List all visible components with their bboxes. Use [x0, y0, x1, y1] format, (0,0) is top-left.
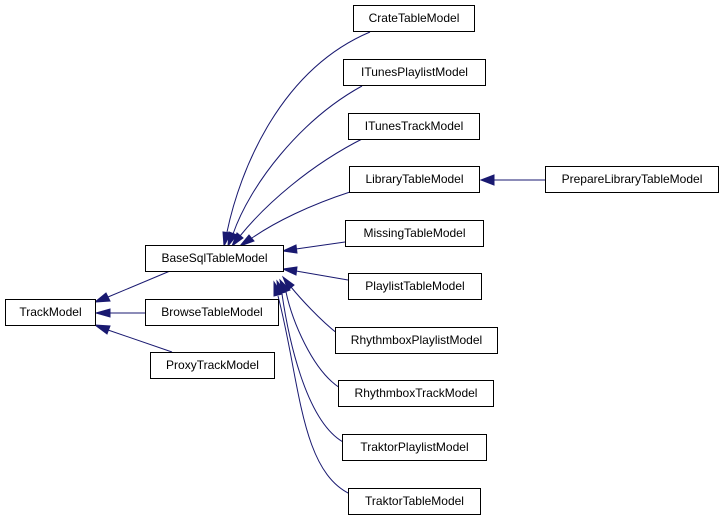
node-missingtablemodel[interactable]: MissingTableModel — [345, 220, 484, 247]
edge-proxy-to-trackmodel — [107, 329, 173, 353]
edge-traktortable-to-basesql — [277, 295, 351, 495]
arrowhead-icon — [93, 292, 111, 303]
edge-missing-to-basesql — [295, 241, 346, 250]
arrowhead-icon — [281, 266, 298, 276]
node-label: ITunesTrackModel — [365, 119, 463, 133]
node-label: BaseSqlTableModel — [161, 251, 267, 265]
edge-playlist-to-basesql — [295, 270, 349, 281]
node-label: LibraryTableModel — [365, 172, 463, 186]
node-traktortablemodel[interactable]: TraktorTableModel — [348, 488, 481, 515]
nodes: TrackModel BaseSqlTableModel BrowseTable… — [5, 5, 719, 515]
edge-traktorplaylist-to-basesql — [281, 293, 344, 443]
node-label: ITunesPlaylistModel — [361, 65, 468, 79]
arrowhead-icon — [94, 308, 111, 318]
node-librarytablemodel[interactable]: LibraryTableModel — [349, 166, 480, 193]
node-basesqltablemodel[interactable]: BaseSqlTableModel — [145, 245, 284, 272]
edge-rhythmboxplaylist-to-basesql — [290, 286, 339, 335]
arrowhead-icon — [281, 244, 298, 254]
node-trackmodel[interactable]: TrackModel — [5, 299, 96, 326]
edge-library-to-basesql — [251, 191, 351, 239]
node-label: RhythmboxPlaylistModel — [351, 333, 482, 347]
node-playlisttablemodel[interactable]: PlaylistTableModel — [348, 273, 482, 300]
arrowhead-icon — [230, 232, 244, 248]
node-proxytrackmodel[interactable]: ProxyTrackModel — [150, 352, 275, 379]
node-label: PlaylistTableModel — [365, 279, 464, 293]
node-rhythmboxplaylistmodel[interactable]: RhythmboxPlaylistModel — [335, 327, 498, 354]
edge-itunestrack-to-basesql — [239, 137, 365, 237]
node-label: TraktorTableModel — [365, 494, 464, 508]
edges — [93, 31, 545, 495]
node-browsetablemodel[interactable]: BrowseTableModel — [145, 299, 279, 326]
arrowhead-icon — [479, 174, 495, 186]
arrowhead-icon — [227, 231, 238, 248]
node-label: TrackModel — [19, 305, 81, 319]
node-rhythmboxtrackmodel[interactable]: RhythmboxTrackModel — [338, 380, 494, 407]
edge-crate-to-basesql — [226, 31, 371, 233]
arrowhead-icon — [93, 324, 111, 335]
edge-itunesplaylist-to-basesql — [232, 85, 363, 235]
node-itunesplaylistmodel[interactable]: ITunesPlaylistModel — [343, 59, 486, 86]
node-cratetablemodel[interactable]: CrateTableModel — [353, 5, 475, 32]
arrowhead-icon — [238, 234, 255, 248]
node-traktorplaylistmodel[interactable]: TraktorPlaylistModel — [342, 434, 487, 461]
edge-basesql-to-trackmodel — [107, 270, 171, 298]
edge-rhythmboxtrack-to-basesql — [285, 291, 341, 389]
node-label: PrepareLibraryTableModel — [562, 172, 703, 186]
node-label: RhythmboxTrackModel — [355, 386, 478, 400]
node-label: CrateTableModel — [369, 11, 460, 25]
arrowhead-icon — [281, 275, 295, 291]
arrowhead-icon — [273, 280, 283, 297]
node-itunestrackmodel[interactable]: ITunesTrackModel — [348, 113, 480, 140]
node-label: ProxyTrackModel — [166, 358, 259, 372]
node-preparelibrarytablemodel[interactable]: PrepareLibraryTableModel — [545, 166, 719, 193]
node-label: BrowseTableModel — [161, 305, 262, 319]
node-label: MissingTableModel — [363, 226, 465, 240]
node-label: TraktorPlaylistModel — [360, 440, 468, 454]
